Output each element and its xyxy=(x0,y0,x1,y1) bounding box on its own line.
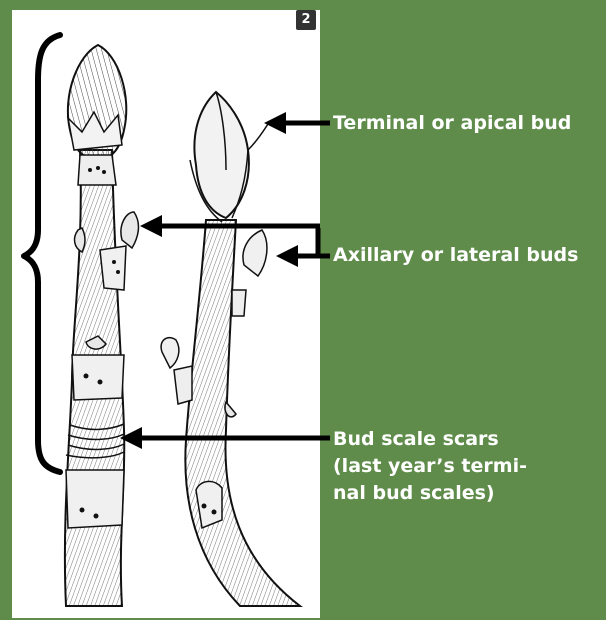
bud-scale-scars-label: Bud scale scars (last year’s termi- nal … xyxy=(333,426,527,507)
left-twig xyxy=(65,45,139,606)
terminal-bud-label: Terminal or apical bud xyxy=(333,110,571,137)
right-twig xyxy=(161,92,300,606)
brace-icon xyxy=(24,35,60,472)
bud-scale-scars-line1: Bud scale scars xyxy=(333,426,527,453)
bud-scale-scars-line2: (last year’s termi- xyxy=(333,453,527,480)
bud-scale-scars-line3: nal bud scales) xyxy=(333,480,527,507)
axillary-buds-label: Axillary or lateral buds xyxy=(333,242,578,269)
figure-number-badge: 2 xyxy=(296,10,316,30)
right-axillary-bud xyxy=(243,230,267,276)
arrow-left-icon xyxy=(264,112,330,134)
left-lateral-bud xyxy=(121,212,139,248)
